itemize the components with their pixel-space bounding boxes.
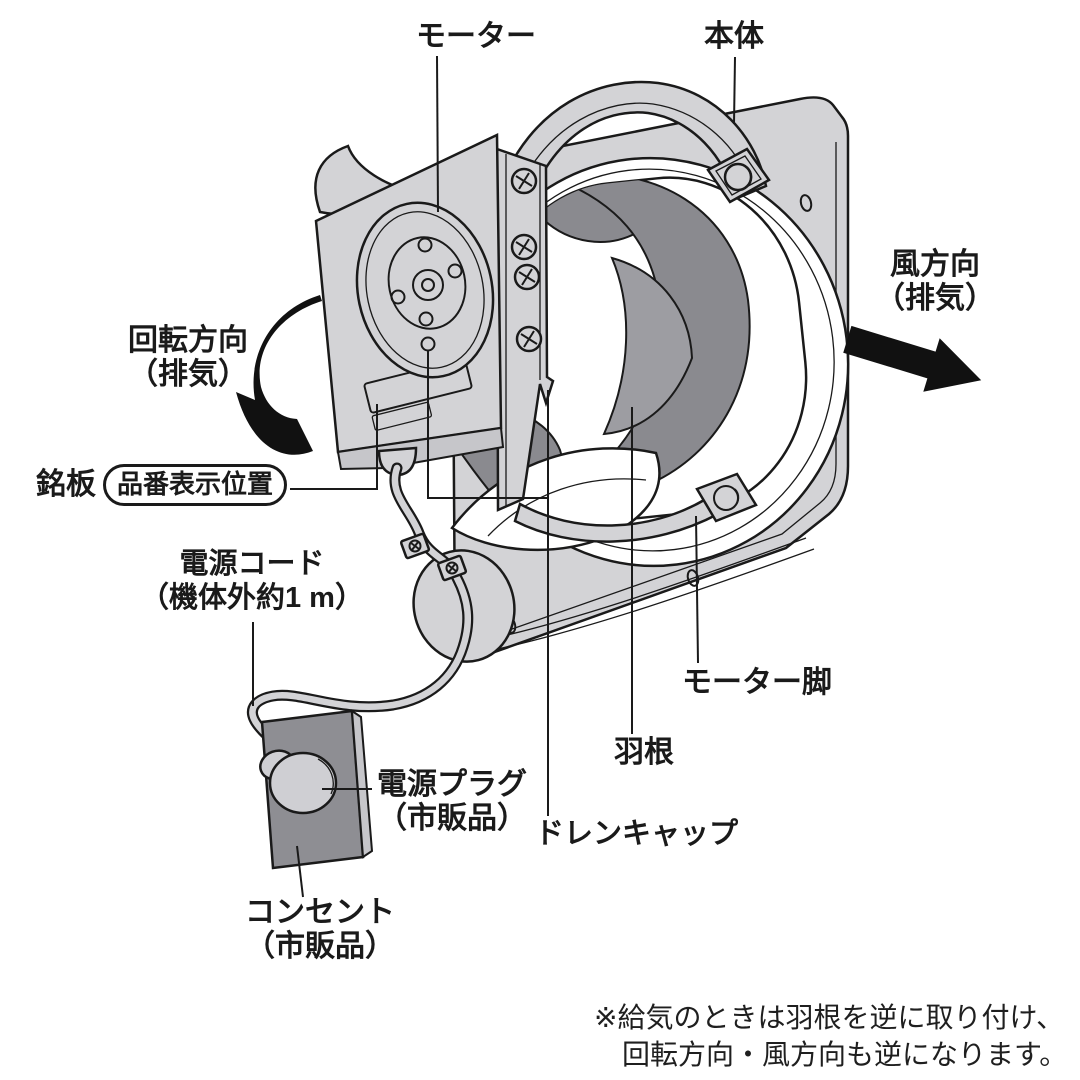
wind-direction-label: 風方向 （排気） xyxy=(875,248,995,315)
nameplate-label: 銘板 品番表示位置 xyxy=(36,464,288,506)
blade-label: 羽根 xyxy=(614,736,674,769)
leader-line-motor-leg xyxy=(695,515,699,664)
part-number-pill: 品番表示位置 xyxy=(103,464,288,506)
upper-mounting-boss xyxy=(706,147,771,204)
drain-hole xyxy=(420,336,436,352)
motor-leg-arch xyxy=(496,80,768,207)
power-cord-label: 電源コード （機体外約1 m） xyxy=(140,548,364,614)
outlet-label: コンセント （市販品） xyxy=(245,896,395,963)
leader-line-nameplate xyxy=(290,404,378,490)
power-plug-label: 電源プラグ （市販品） xyxy=(377,768,527,835)
leader-line-body xyxy=(733,56,736,125)
note-text: ※給気のときは羽根を逆に取り付け、 回転方向・風方向も逆になります。 xyxy=(594,1002,1068,1070)
leader-line-outlet xyxy=(296,845,304,898)
rotation-direction-arrow xyxy=(236,295,322,455)
leader-line-drain-hole xyxy=(427,351,548,499)
rotation-direction-label: 回転方向 （排気） xyxy=(128,324,248,391)
body-label: 本体 xyxy=(704,20,764,53)
motor-label: モーター xyxy=(416,20,536,53)
power-plug xyxy=(259,749,338,815)
leader-line-motor xyxy=(436,55,439,213)
bracket-screws xyxy=(510,167,543,353)
drain-cap-label: ドレンキャップ xyxy=(535,818,739,850)
wind-direction-arrow xyxy=(843,325,982,392)
motor-leg-label: モーター脚 xyxy=(682,666,832,699)
lower-mounting-boss xyxy=(695,472,758,523)
motor xyxy=(355,201,495,379)
